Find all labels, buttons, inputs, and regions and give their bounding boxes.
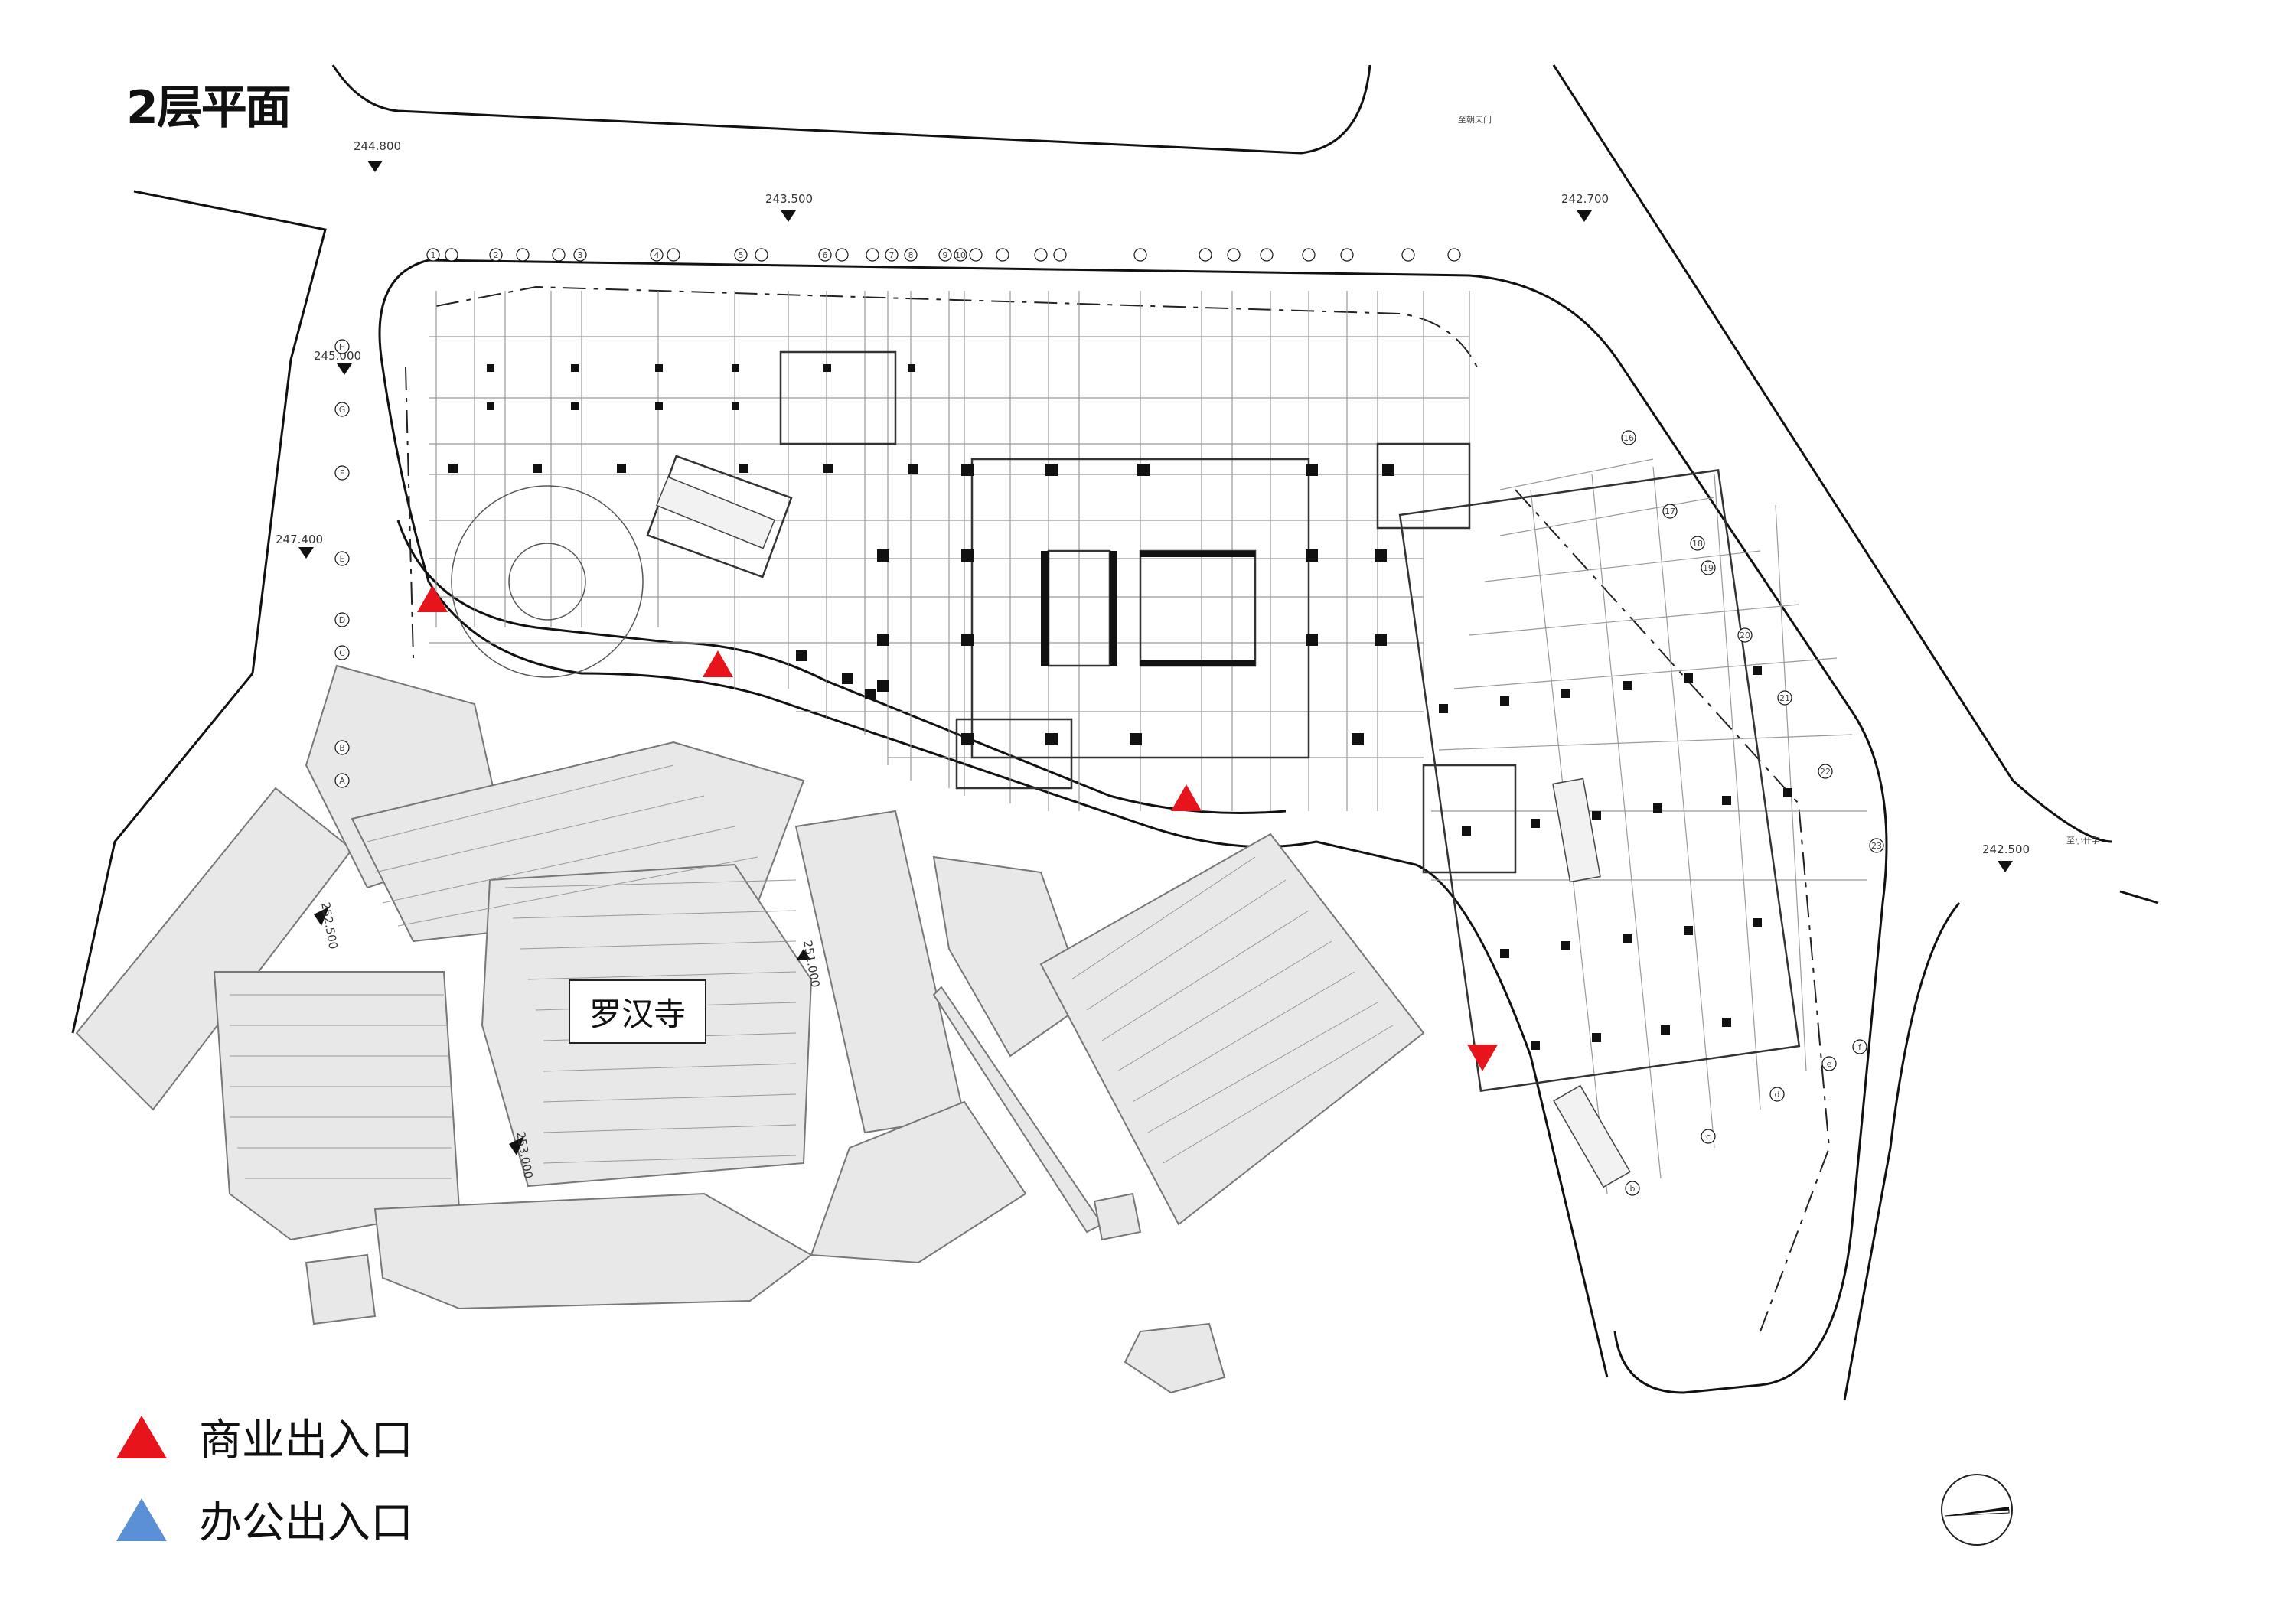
axis-bubbles-bottom xyxy=(1625,1039,1867,1196)
svg-text:5: 5 xyxy=(739,250,744,260)
svg-text:B: B xyxy=(339,743,345,753)
legend-label: 办公出入口 xyxy=(199,1498,413,1548)
axis-labels-top: 1 2 3 4 5 6 7 8 9 10 xyxy=(431,250,967,260)
axis-bubbles-left xyxy=(334,339,350,788)
road-note-2: 至小什字 xyxy=(2066,835,2100,846)
svg-text:H: H xyxy=(339,342,345,352)
svg-text:G: G xyxy=(339,405,346,415)
svg-text:18: 18 xyxy=(1692,539,1703,549)
entrance-marker-1 xyxy=(417,585,448,612)
svg-text:9: 9 xyxy=(943,250,948,260)
columns xyxy=(448,364,1792,1050)
svg-text:f: f xyxy=(1858,1042,1862,1052)
escalators xyxy=(655,476,1631,1188)
svg-text:8: 8 xyxy=(908,250,914,260)
svg-text:2: 2 xyxy=(494,250,499,260)
structural-grid xyxy=(429,291,1867,1194)
entrance-marker-3 xyxy=(1171,784,1202,811)
entrance-marker-4 xyxy=(1467,1045,1498,1071)
elevation-label-2: 243.500 xyxy=(765,192,813,206)
svg-text:17: 17 xyxy=(1665,507,1675,517)
entrance-marker-2 xyxy=(703,650,733,677)
axis-labels-right: 16 17 18 19 20 21 22 23 xyxy=(1623,433,1882,851)
elevation-label-6: 242.500 xyxy=(1982,842,2030,856)
commercial-entrances xyxy=(417,585,1498,1071)
svg-text:C: C xyxy=(339,648,345,658)
svg-text:1: 1 xyxy=(431,250,436,260)
svg-text:3: 3 xyxy=(578,250,583,260)
svg-text:6: 6 xyxy=(823,250,828,260)
svg-text:7: 7 xyxy=(889,250,895,260)
elevation-markers xyxy=(298,161,2013,1155)
axis-bubbles-top xyxy=(426,248,1461,262)
svg-text:c: c xyxy=(1706,1132,1711,1142)
axis-bubbles-right xyxy=(1621,430,1884,853)
svg-text:A: A xyxy=(339,776,345,786)
svg-text:23: 23 xyxy=(1871,841,1882,851)
elevation-label-1: 244.800 xyxy=(354,139,401,153)
temple-label: 罗汉寺 xyxy=(569,979,706,1044)
axis-labels-left: H G F E D C B A xyxy=(339,342,346,786)
legend-item-commercial: 商业出入口 xyxy=(115,1406,413,1468)
road-note-1: 至朝天门 xyxy=(1458,114,1492,125)
svg-text:D: D xyxy=(339,615,345,625)
temple-complex xyxy=(75,664,1425,1394)
svg-text:16: 16 xyxy=(1623,433,1634,443)
legend-item-office: 办公出入口 xyxy=(115,1488,413,1550)
temple-hatching xyxy=(230,764,1394,1179)
svg-text:10: 10 xyxy=(955,250,966,260)
svg-text:e: e xyxy=(1827,1059,1832,1069)
axis-labels-bottom: b c d e f xyxy=(1630,1042,1863,1194)
elevation-label-7: 252.500 xyxy=(318,901,340,950)
svg-text:F: F xyxy=(340,468,344,478)
svg-text:21: 21 xyxy=(1779,693,1790,703)
site-roads xyxy=(71,64,2159,1401)
svg-text:d: d xyxy=(1775,1090,1780,1100)
triangle-icon xyxy=(116,1498,167,1541)
elevation-label-5: 247.400 xyxy=(276,533,323,546)
svg-text:22: 22 xyxy=(1820,767,1831,777)
svg-text:E: E xyxy=(340,554,345,564)
svg-text:20: 20 xyxy=(1740,631,1750,640)
svg-text:b: b xyxy=(1630,1184,1636,1194)
elevation-label-4: 245.000 xyxy=(314,349,361,363)
property-lines xyxy=(405,285,1831,1332)
svg-text:4: 4 xyxy=(654,250,660,260)
plaza-circles xyxy=(451,485,644,678)
page-title: 2层平面 xyxy=(126,81,292,135)
triangle-icon xyxy=(116,1415,167,1458)
elevation-label-3: 242.700 xyxy=(1561,192,1609,206)
svg-text:19: 19 xyxy=(1703,563,1714,573)
legend-label: 商业出入口 xyxy=(199,1416,413,1465)
north-arrow-icon xyxy=(1941,1474,2013,1546)
